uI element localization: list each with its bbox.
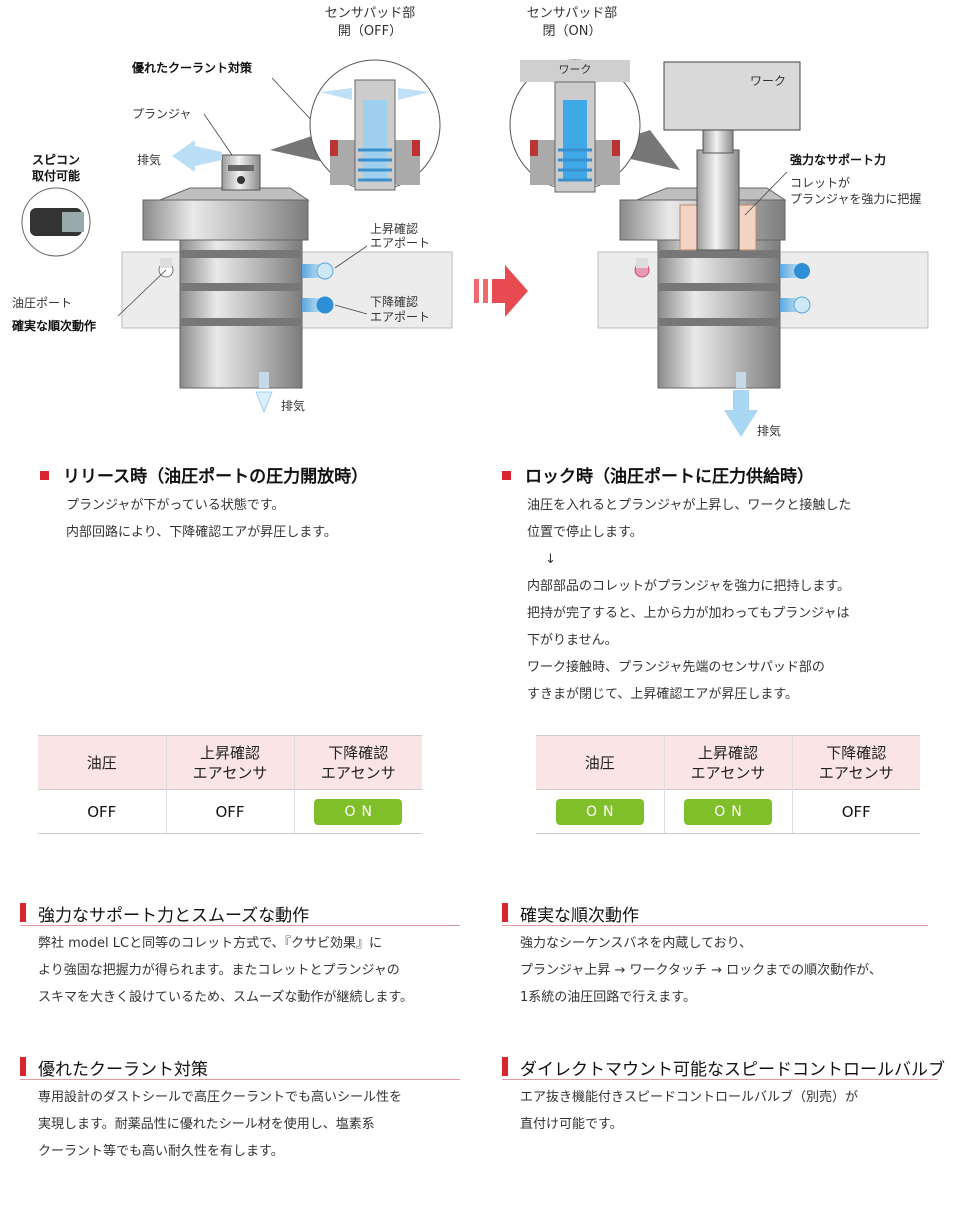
up-port-label-2: エアポート <box>370 236 431 250</box>
feature-heading-speed-control: ダイレクトマウント可能なスピードコントロールバルブ <box>502 1054 945 1080</box>
feature-heading-support: 強力なサポート力とスムーズな動作 <box>20 900 460 926</box>
release-body: プランジャが下がっている状態です。 内部回路により、下降確認エアが昇圧します。 <box>66 498 337 540</box>
header-oil: 油圧 <box>536 735 664 790</box>
bullet-square-icon <box>502 471 511 480</box>
feature-heading-sequence: 確実な順次動作 <box>502 900 928 926</box>
right-exhaust-bottom-label: 排気 <box>757 424 782 438</box>
oil-port-label: 油圧ポート <box>12 296 73 310</box>
left-sensor-title-2: 開（OFF） <box>337 24 403 39</box>
feature-body-speed-control: エア抜き機能付きスピードコントロールバルブ（別売）が 直付け可能です。 <box>520 1090 859 1132</box>
down-port-label-2: エアポート <box>370 310 431 324</box>
lock-down-status: OFF <box>791 789 920 834</box>
lock-body: 油圧を入れるとプランジャが上昇し、ワークと接触した 位置で停止します。 ↓ 内部… <box>527 498 852 702</box>
support-label: 強力なサポート力 <box>790 153 887 167</box>
header-oil: 油圧 <box>38 735 166 790</box>
release-title: リリース時（油圧ポートの圧力開放時） <box>40 462 368 487</box>
right-sensor-title-1: センサパッド部 <box>526 6 618 21</box>
feature-body-coolant: 専用設計のダストシールで高圧クーラントでも高いシール性を 実現します。耐薬品性に… <box>38 1090 403 1159</box>
collet-label-2: プランジャを強力に把握 <box>790 192 922 206</box>
left-sensor-title-1: センサパッド部 <box>324 6 416 21</box>
collet-label-1: コレットが <box>790 176 851 190</box>
left-cylinder <box>21 59 453 414</box>
lock-oil-status: ON <box>536 789 664 834</box>
left-exhaust-bottom-label: 排気 <box>281 399 306 413</box>
header-up-sensor: 上昇確認エアセンサ <box>663 735 792 790</box>
release-oil-status: OFF <box>38 789 166 834</box>
left-plunger-label: プランジャ <box>132 107 192 121</box>
lock-status-table: 油圧 上昇確認エアセンサ 下降確認エアセンサ ON ON OFF <box>536 735 920 834</box>
lock-title: ロック時（油圧ポートに圧力供給時） <box>502 462 814 487</box>
sequence-label: 確実な順次動作 <box>12 319 97 333</box>
transition-arrow <box>474 265 528 317</box>
feature-heading-coolant: 優れたクーラント対策 <box>20 1054 460 1080</box>
on-badge: ON <box>684 798 772 825</box>
release-down-status: ON <box>293 789 422 834</box>
bullet-square-icon <box>40 471 49 480</box>
work-small-label: ワーク <box>558 63 592 76</box>
on-badge: ON <box>555 798 644 825</box>
left-coolant-label: 優れたクーラント対策 <box>132 61 253 75</box>
spicon-label-1: スピコン <box>31 153 80 167</box>
header-down-sensor: 下降確認エアセンサ <box>791 735 920 790</box>
spicon-label-2: 取付可能 <box>31 169 80 183</box>
up-port-label-1: 上昇確認 <box>370 222 419 236</box>
on-badge: ON <box>314 798 403 825</box>
down-port-label-1: 下降確認 <box>370 295 419 309</box>
header-down-sensor: 下降確認エアセンサ <box>293 735 422 790</box>
work-label: ワーク <box>750 74 787 88</box>
release-up-status: OFF <box>165 789 294 834</box>
right-sensor-title-2: 閉（ON） <box>542 24 602 39</box>
feature-body-sequence: 強力なシーケンスバネを内蔵しており、 プランジャ上昇 → ワークタッチ → ロッ… <box>520 936 882 1005</box>
header-up-sensor: 上昇確認エアセンサ <box>165 735 294 790</box>
right-cylinder <box>509 59 929 437</box>
left-exhaust-label: 排気 <box>137 153 162 167</box>
lock-up-status: ON <box>663 789 792 834</box>
release-status-table: 油圧 上昇確認エアセンサ 下降確認エアセンサ OFF OFF ON <box>38 735 422 834</box>
feature-body-support: 弊社 model LCと同等のコレット方式で、『クサビ効果』に より強固な把握力… <box>38 936 414 1005</box>
cylinder-diagram <box>21 59 929 437</box>
